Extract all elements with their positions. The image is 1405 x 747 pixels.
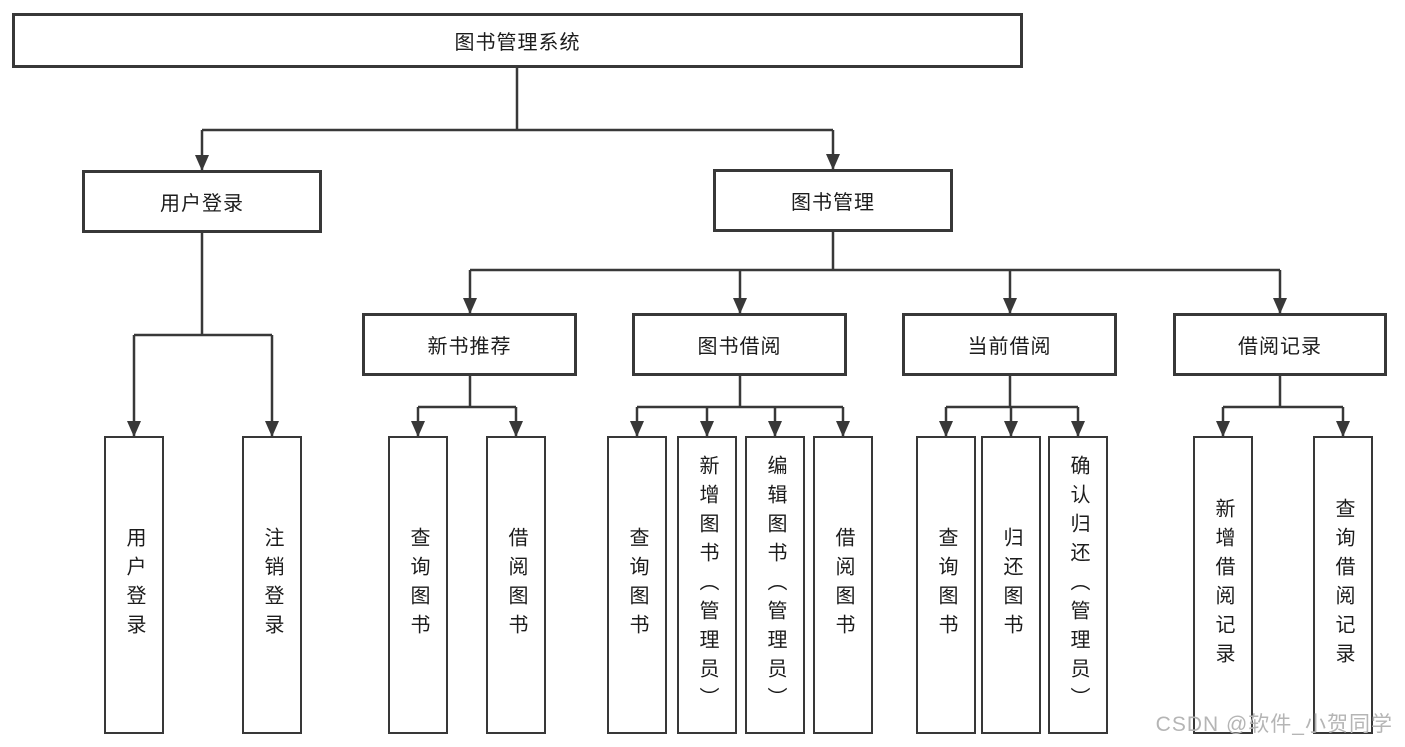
leaf-add-books-admin: 新增图书（管理员） bbox=[677, 436, 737, 734]
node-label: 当前借阅 bbox=[967, 336, 1052, 358]
leaf-label: 查询图书 bbox=[935, 527, 957, 643]
leaf-label: 编辑图书（管理员） bbox=[764, 454, 786, 716]
leaf-borrow-books-2: 借阅图书 bbox=[813, 436, 873, 734]
leaf-logout: 注销登录 bbox=[242, 436, 302, 734]
leaf-label: 查询图书 bbox=[626, 527, 648, 643]
leaf-label: 查询借阅记录 bbox=[1332, 498, 1354, 672]
node-current-borrowing: 当前借阅 bbox=[902, 313, 1117, 376]
leaf-add-borrow-record: 新增借阅记录 bbox=[1193, 436, 1253, 734]
node-label: 借阅记录 bbox=[1238, 336, 1322, 358]
node-label: 图书借阅 bbox=[697, 336, 782, 358]
csdn-watermark: CSDN @软件_小贺同学 bbox=[1155, 713, 1393, 736]
node-label: 用户登录 bbox=[160, 193, 244, 215]
leaf-confirm-return-admin: 确认归还（管理员） bbox=[1048, 436, 1108, 734]
node-label: 新书推荐 bbox=[427, 336, 512, 358]
leaf-label: 借阅图书 bbox=[505, 527, 527, 643]
leaf-edit-books-admin: 编辑图书（管理员） bbox=[745, 436, 805, 734]
leaf-label: 查询图书 bbox=[407, 527, 429, 643]
leaf-query-borrow-record: 查询借阅记录 bbox=[1313, 436, 1373, 734]
leaf-user-login: 用户登录 bbox=[104, 436, 164, 734]
leaf-query-books-3: 查询图书 bbox=[916, 436, 976, 734]
leaf-borrow-books-1: 借阅图书 bbox=[486, 436, 546, 734]
node-new-book-recommendation: 新书推荐 bbox=[362, 313, 577, 376]
node-book-management-system: 图书管理系统 bbox=[12, 13, 1023, 68]
leaf-label: 确认归还（管理员） bbox=[1067, 454, 1089, 716]
node-label: 图书管理系统 bbox=[454, 32, 581, 54]
node-book-borrowing: 图书借阅 bbox=[632, 313, 847, 376]
leaf-query-books-2: 查询图书 bbox=[607, 436, 667, 734]
node-label: 图书管理 bbox=[791, 192, 875, 214]
node-user-login: 用户登录 bbox=[82, 170, 322, 233]
leaf-label: 用户登录 bbox=[123, 527, 145, 643]
leaf-label: 归还图书 bbox=[1000, 527, 1022, 643]
leaf-query-books-1: 查询图书 bbox=[388, 436, 448, 734]
node-borrowing-records: 借阅记录 bbox=[1173, 313, 1387, 376]
leaf-label: 借阅图书 bbox=[832, 527, 854, 643]
leaf-return-books: 归还图书 bbox=[981, 436, 1041, 734]
leaf-label: 注销登录 bbox=[261, 527, 283, 643]
leaf-label: 新增借阅记录 bbox=[1212, 498, 1234, 672]
node-book-management: 图书管理 bbox=[713, 169, 953, 232]
leaf-label: 新增图书（管理员） bbox=[696, 454, 718, 716]
